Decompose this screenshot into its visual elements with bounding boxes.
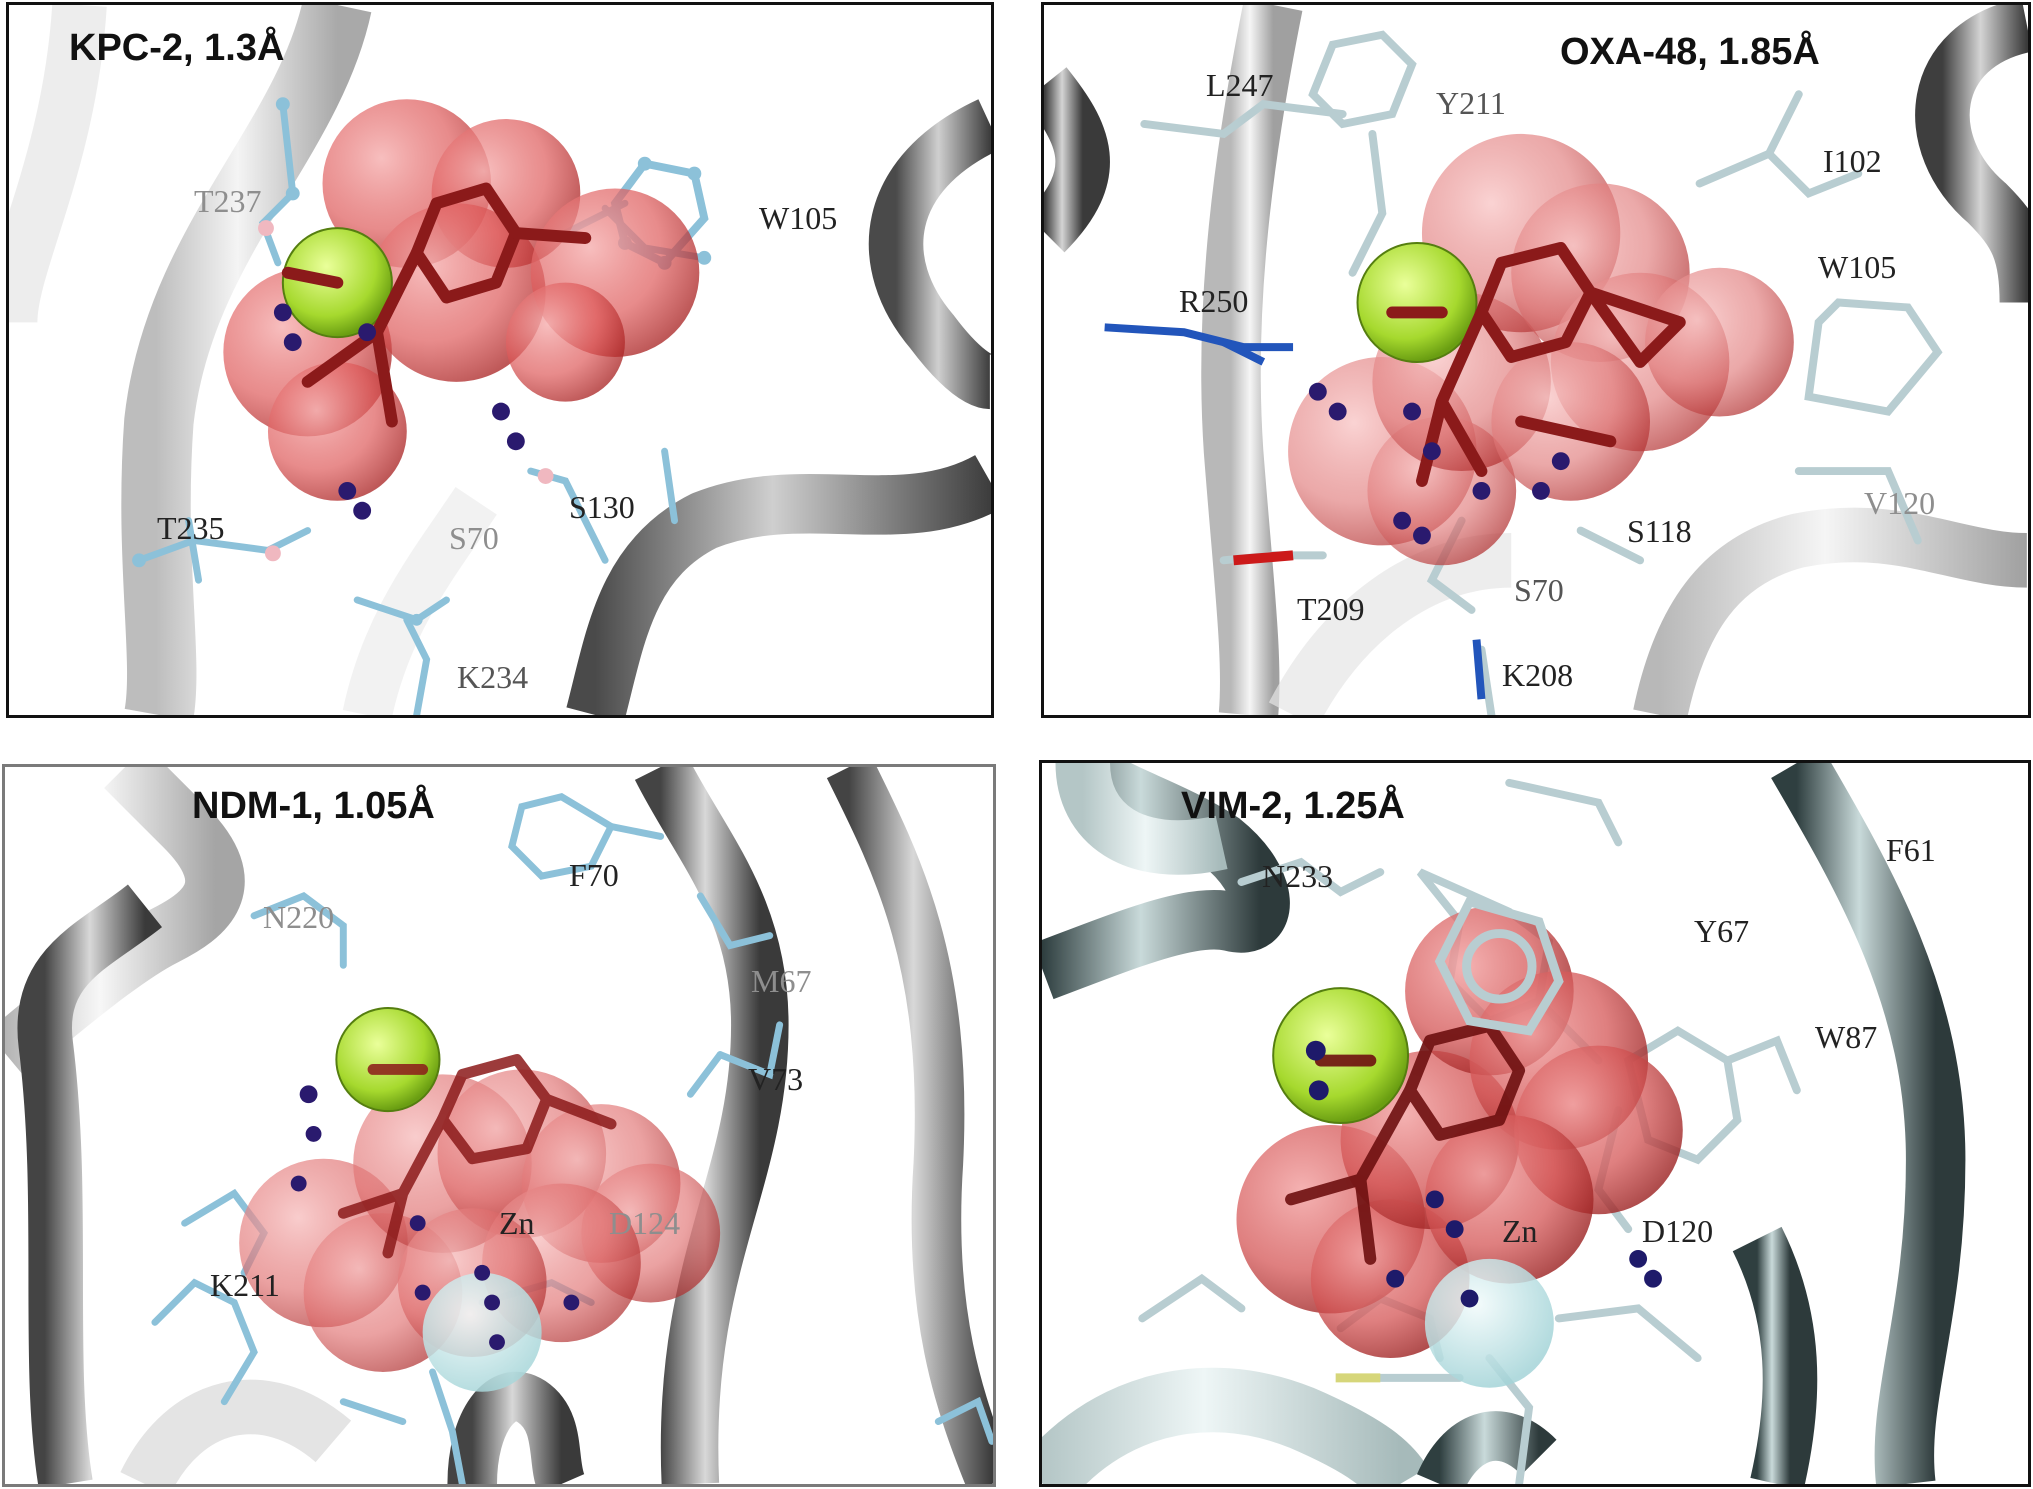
ligand-sticks bbox=[1285, 1019, 1526, 1265]
zinc-ion bbox=[1424, 1258, 1554, 1388]
residue-label-n220: N220 bbox=[263, 899, 335, 935]
residue-label-zn: Zn bbox=[499, 1205, 535, 1241]
water-molecules bbox=[1305, 1040, 1662, 1308]
protein-tube bbox=[1042, 1367, 1428, 1484]
protein-tube bbox=[566, 454, 991, 715]
residue-label-f61: F61 bbox=[1886, 832, 1936, 868]
residue-label-w87: W87 bbox=[1815, 1019, 1878, 1055]
residue-label-w105: W105 bbox=[1818, 249, 1897, 285]
protein-tube bbox=[9, 5, 107, 324]
ligand-sticks bbox=[337, 1054, 617, 1259]
water-molecules bbox=[273, 303, 525, 520]
protein-tube bbox=[342, 487, 497, 715]
polar-atoms bbox=[258, 220, 554, 562]
ligand-sticks bbox=[281, 182, 592, 428]
ndm1-structure-render bbox=[5, 767, 993, 1484]
protein-tube bbox=[1771, 763, 1966, 1484]
protein-tube bbox=[1042, 763, 1290, 1000]
ligand-sticks bbox=[1386, 241, 1686, 487]
residue-label-r250: R250 bbox=[1179, 283, 1249, 319]
panel-title: NDM-1, 1.05Å bbox=[192, 785, 435, 827]
protein-tube bbox=[5, 767, 245, 1078]
panel-ndm1: NDM-1, 1.05Å F70 N220 M67 V73 Zn D124 K2… bbox=[2, 764, 996, 1487]
ligand-vdw-spheres bbox=[223, 99, 700, 501]
residue-label-k234: K234 bbox=[457, 659, 529, 695]
residue-label-s70: S70 bbox=[1514, 572, 1564, 608]
residue-label-d124: D124 bbox=[609, 1205, 681, 1241]
protein-tube bbox=[1201, 5, 1303, 715]
panel-title: VIM-2, 1.25Å bbox=[1181, 785, 1405, 827]
protein-tube bbox=[1268, 533, 1512, 715]
residue-label-w105: W105 bbox=[759, 200, 838, 236]
protein-tube bbox=[1633, 507, 2028, 715]
panel-kpc2: KPC-2, 1.3Å T237 W105 T235 S70 S130 K234 bbox=[6, 2, 994, 718]
residue-label-n233: N233 bbox=[1262, 858, 1334, 894]
protein-tube bbox=[634, 767, 789, 1484]
residue-label-y211: Y211 bbox=[1436, 85, 1506, 121]
residue-label-y67: Y67 bbox=[1694, 913, 1750, 949]
protein-tube bbox=[1055, 763, 1228, 875]
arginine-guanidinium bbox=[1104, 323, 1486, 700]
residue-label-v120: V120 bbox=[1864, 485, 1936, 521]
residue-label-s118: S118 bbox=[1627, 513, 1692, 549]
vim2-structure-render bbox=[1042, 763, 1966, 1484]
protein-tube bbox=[826, 767, 993, 1484]
chlorine-atom bbox=[1356, 241, 1478, 363]
protein-tube bbox=[1044, 67, 1110, 253]
kpc2-structure-render bbox=[9, 5, 991, 715]
residue-label-k211: K211 bbox=[210, 1267, 280, 1303]
panel-title: KPC-2, 1.3Å bbox=[69, 27, 285, 69]
water-molecules bbox=[290, 1085, 580, 1351]
residue-label-s70: S70 bbox=[449, 520, 499, 556]
protein-tube bbox=[868, 99, 991, 410]
panel-vim2: VIM-2, 1.25Å F61 N233 Y67 W87 Zn D120 bbox=[1039, 760, 2031, 1487]
residue-label-t209: T209 bbox=[1297, 591, 1365, 627]
protein-tube bbox=[121, 5, 372, 715]
residue-label-l247: L247 bbox=[1206, 67, 1274, 103]
panel-title: OXA-48, 1.85Å bbox=[1560, 31, 1820, 73]
zinc-ion bbox=[422, 1272, 542, 1392]
residue-label-v73: V73 bbox=[748, 1061, 804, 1097]
residue-label-k208: K208 bbox=[1502, 657, 1574, 693]
residue-label-m67: M67 bbox=[751, 963, 812, 999]
residue-label-i102: I102 bbox=[1823, 143, 1882, 179]
threonine-hydroxyl bbox=[1233, 550, 1294, 566]
chlorine-atom bbox=[335, 1006, 441, 1113]
oxa48-structure-render bbox=[1044, 5, 2028, 715]
ligand-vdw-spheres bbox=[1288, 133, 1794, 566]
residue-label-s130: S130 bbox=[569, 489, 635, 525]
protein-tube bbox=[1915, 5, 2028, 303]
panel-oxa48: OXA-48, 1.85Å L247 Y211 I102 R250 W105 V… bbox=[1041, 2, 2031, 718]
residue-label-t237: T237 bbox=[194, 183, 262, 219]
tyrosine-ring bbox=[1434, 896, 1564, 1036]
protein-tube bbox=[1732, 1226, 1818, 1484]
residue-label-zn: Zn bbox=[1502, 1213, 1538, 1249]
protein-tube bbox=[447, 1371, 585, 1484]
water-molecules bbox=[1308, 382, 1570, 545]
protein-tube bbox=[120, 1379, 352, 1484]
residue-label-d120: D120 bbox=[1642, 1213, 1714, 1249]
residue-label-f70: F70 bbox=[569, 857, 619, 893]
residue-label-t235: T235 bbox=[157, 510, 225, 546]
protein-tube bbox=[17, 884, 162, 1484]
